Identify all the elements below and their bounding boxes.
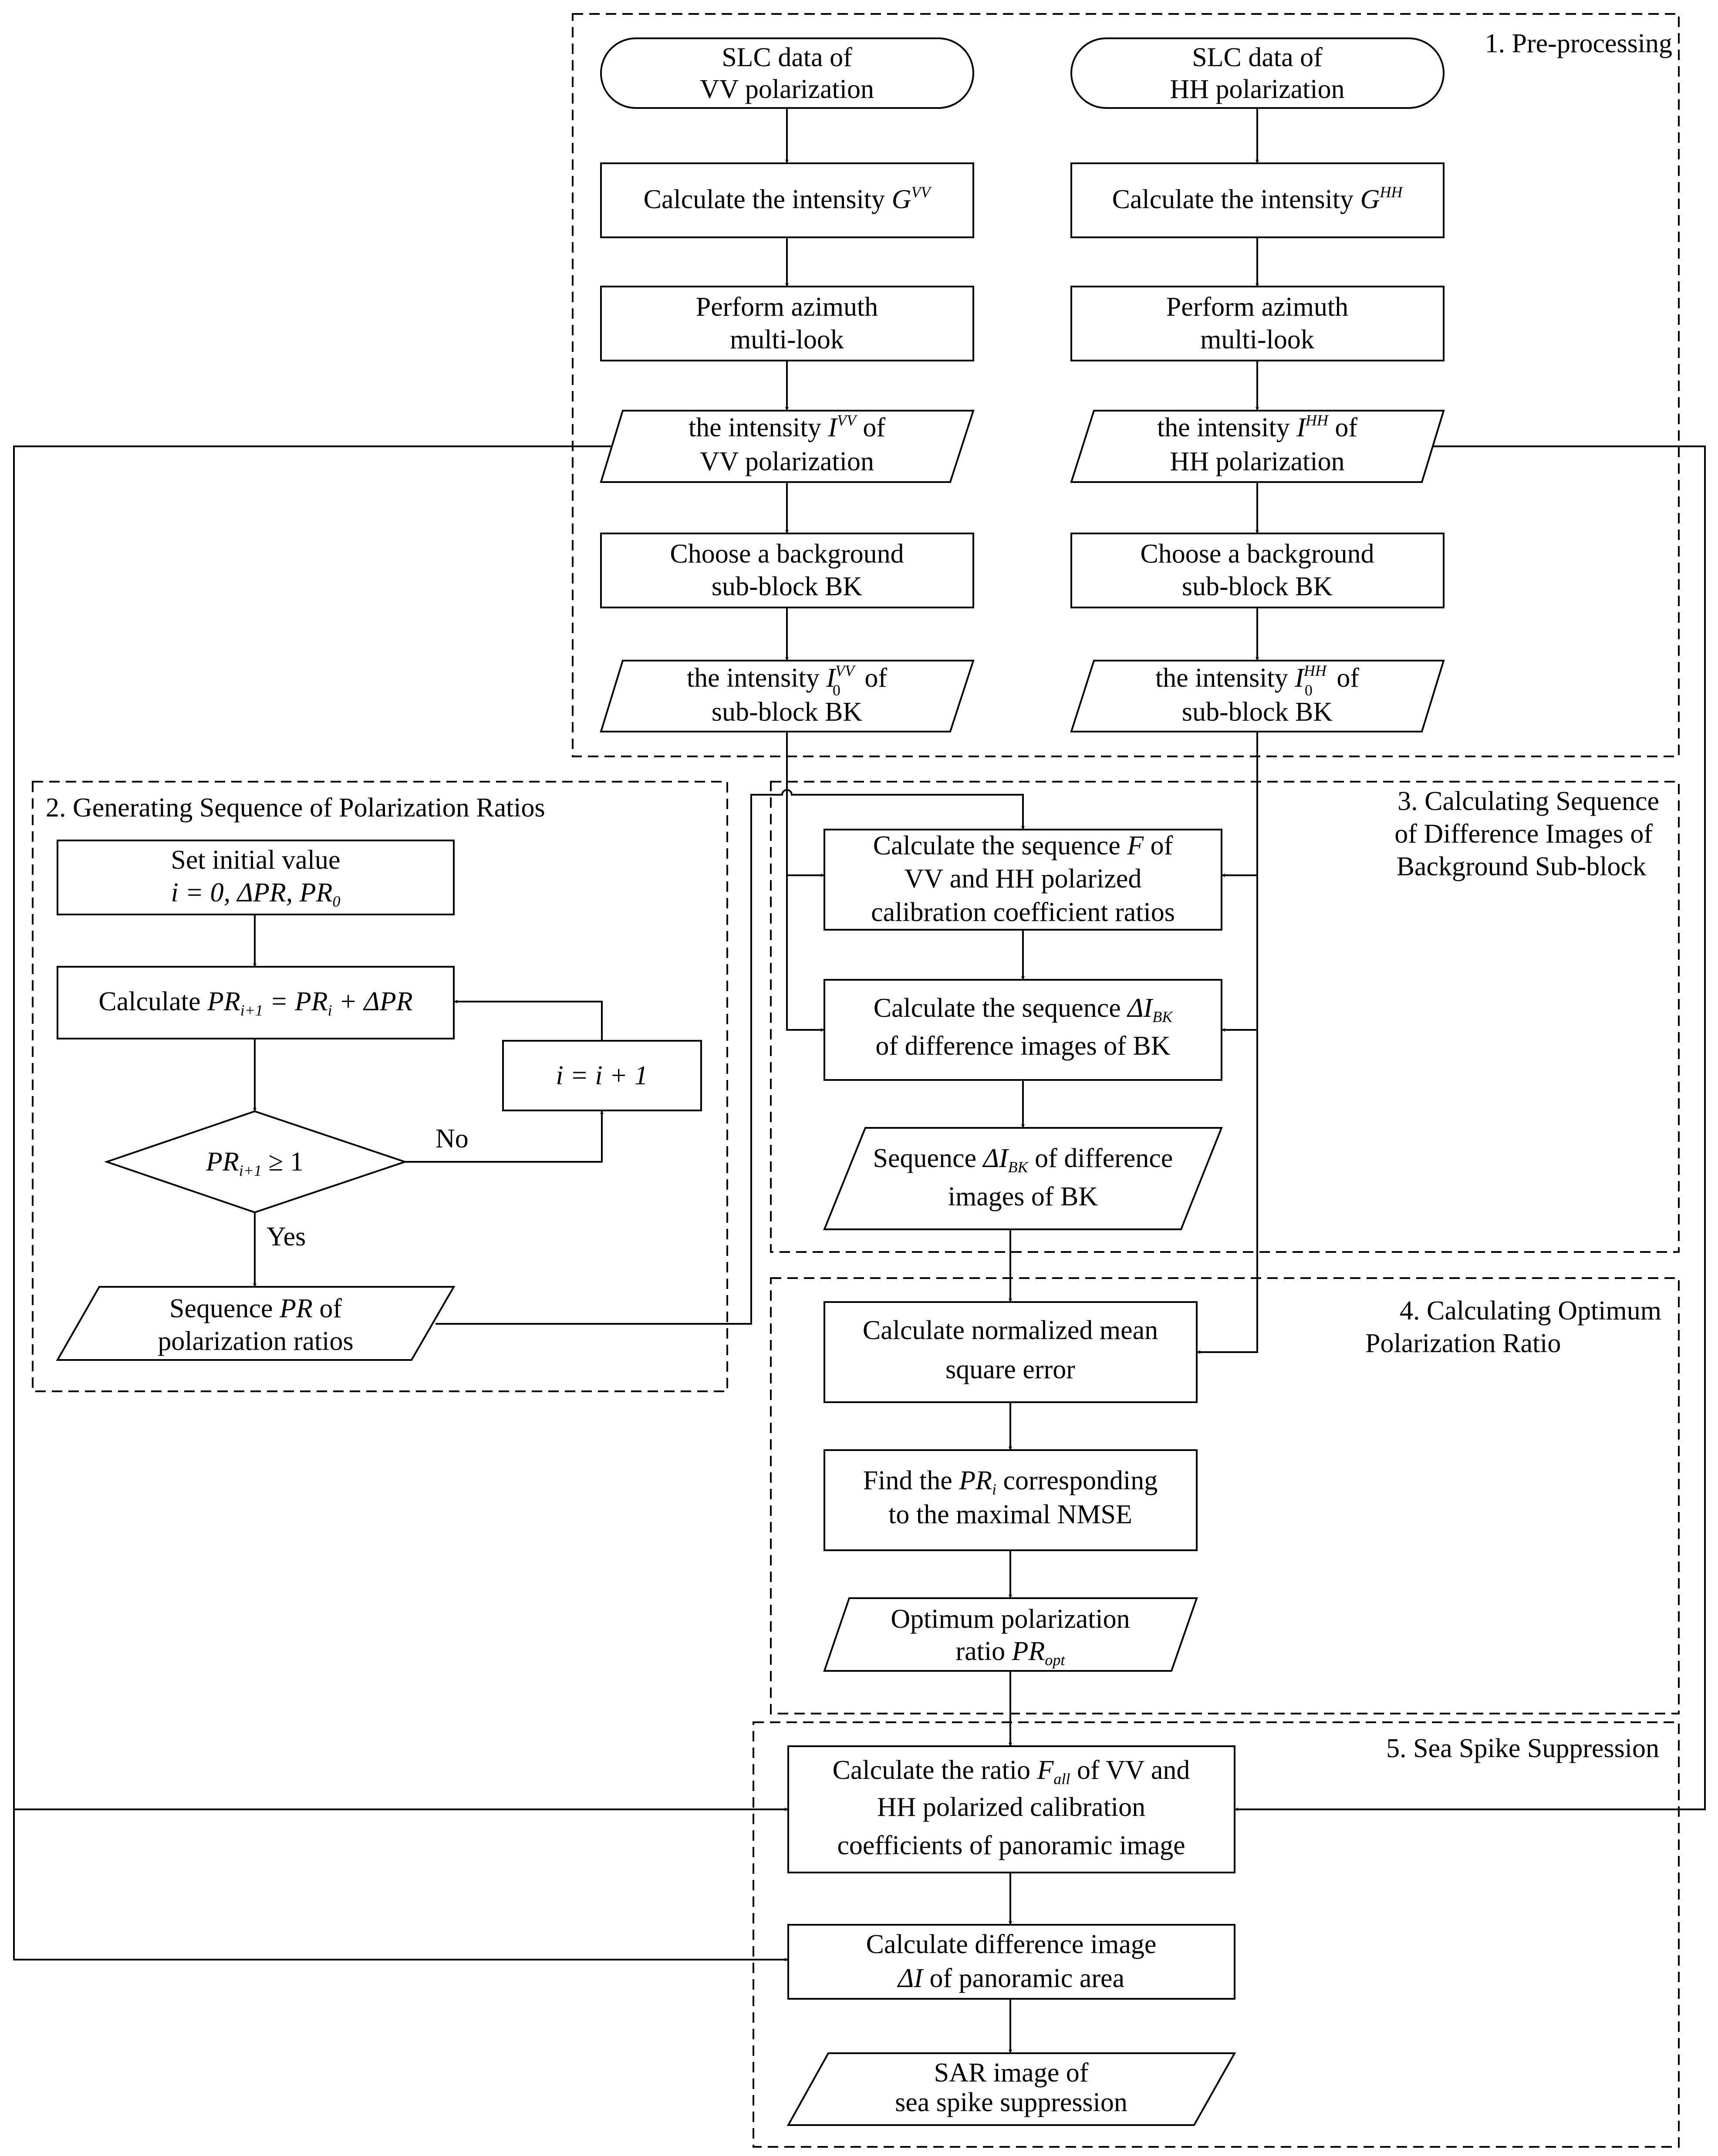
fall-ratio-line3: coefficients of panoramic image	[837, 1831, 1185, 1860]
vv-background-line1: Choose a background	[670, 539, 904, 569]
bg-difference-seq-data	[823, 1127, 1223, 1230]
section-title-optimum-pr-1: 4. Calculating Optimum	[1400, 1296, 1661, 1326]
vv-subblock-intensity-line2: sub-block BK	[712, 697, 862, 727]
bg-difference-line2: of difference images of BK	[875, 1031, 1170, 1061]
find-pr-line2: to the maximal NMSE	[888, 1500, 1132, 1529]
pr-initial-line1: Set initial value	[171, 845, 340, 875]
sar-output-data	[786, 2052, 1236, 2126]
find-pr-line1: Find the PRi corresponding	[863, 1466, 1158, 1498]
panoramic-difference-line1: Calculate difference image	[866, 1930, 1157, 1959]
pr-no-label: No	[435, 1124, 469, 1154]
nmse-line1: Calculate normalized mean	[863, 1316, 1158, 1345]
section-title-bg-difference-3: Background Sub-block	[1397, 852, 1646, 881]
vv-subblock-intensity-data	[600, 660, 975, 732]
hh-calc-intensity-label: Calculate the intensity GHH	[1112, 183, 1404, 214]
pr-yes-label: Yes	[267, 1222, 306, 1252]
vv-calc-intensity-box	[600, 162, 974, 238]
find-pr-box	[824, 1449, 1198, 1551]
vv-multilook-box	[600, 286, 974, 361]
vv-background-line2: sub-block BK	[712, 572, 862, 601]
optimum-pr-line1: Optimum polarization	[891, 1604, 1130, 1634]
section-pr-sequence-frame	[32, 781, 728, 1392]
pr-sequence-line1: Sequence PR of	[169, 1294, 342, 1323]
optimum-pr-line2: ratio PRopt	[956, 1636, 1066, 1669]
pr-condition-label: PRi+1 ≥ 1	[206, 1147, 304, 1179]
sar-output-line1: SAR image of	[934, 2058, 1089, 2088]
pr-calculate-box	[57, 966, 455, 1039]
vv-multilook-line2: multi-look	[730, 325, 844, 354]
pr-sequence-data	[56, 1286, 456, 1361]
panoramic-difference-line2: ΔI of panoramic area	[897, 1964, 1124, 1993]
hh-multilook-line2: multi-look	[1200, 325, 1314, 354]
nmse-line2: square error	[945, 1355, 1075, 1384]
hh-background-line1: Choose a background	[1140, 539, 1374, 569]
hh-slc-line1: SLC data of	[1192, 43, 1323, 72]
section-title-bg-difference-2: of Difference Images of	[1394, 819, 1653, 849]
pr-increment-label: i = i + 1	[556, 1061, 648, 1090]
vv-slc-line1: SLC data of	[722, 43, 852, 72]
vv-intensity-line2: VV polarization	[700, 447, 874, 476]
hh-subblock-intensity-data	[1070, 660, 1445, 732]
hh-intensity-line1: the intensity IHH of	[1157, 412, 1357, 442]
sar-output-line2: sea spike suppression	[895, 2088, 1127, 2117]
section-optimum-pr-frame	[770, 1277, 1680, 1714]
section-title-pr-sequence: 2. Generating Sequence of Polarization R…	[46, 793, 545, 823]
hh-slc-line2: HH polarization	[1170, 74, 1344, 104]
section-bg-difference-frame	[770, 781, 1680, 1253]
section-title-sea-spike: 5. Sea Spike Suppression	[1386, 1734, 1659, 1763]
section-preprocessing-frame	[572, 13, 1680, 757]
vv-intensity-line1: the intensity IVV of	[689, 412, 885, 442]
fall-ratio-line1: Calculate the ratio Fall of VV and	[833, 1755, 1190, 1788]
hh-background-box	[1070, 533, 1445, 608]
bg-difference-line1: Calculate the sequence ΔIBK	[874, 993, 1174, 1026]
hh-subblock-intensity-line2: sub-block BK	[1182, 697, 1333, 727]
pr-increment-box	[502, 1040, 702, 1111]
pr-sequence-line2: polarization ratios	[158, 1326, 353, 1356]
pr-initial-line2: i = 0, ΔPR, PR0	[171, 878, 341, 910]
bg-ratio-line3: calibration coefficient ratios	[871, 897, 1175, 927]
bg-ratio-line2: VV and HH polarized	[905, 864, 1142, 894]
section-title-preprocessing: 1. Pre-processing	[1485, 29, 1672, 58]
pr-calculate-label: Calculate PRi+1 = PRi + ΔPR	[98, 987, 412, 1019]
section-sea-spike-frame	[753, 1721, 1680, 2148]
panoramic-difference-box	[787, 1924, 1235, 2000]
vv-slc-line2: VV polarization	[700, 74, 874, 104]
bg-difference-calc-box	[824, 979, 1222, 1081]
vv-multilook-line1: Perform azimuth	[696, 292, 878, 322]
fall-ratio-line2: HH polarized calibration	[877, 1792, 1145, 1822]
hh-intensity-line2: HH polarization	[1170, 447, 1344, 476]
vv-intensity-data	[600, 410, 975, 483]
bg-sequence-line1: Sequence ΔIBK of difference	[873, 1144, 1173, 1176]
vv-calc-intensity-label: Calculate the intensity GVV	[644, 183, 932, 214]
bg-sequence-line2: images of BK	[948, 1182, 1098, 1211]
hh-background-line2: sub-block BK	[1182, 572, 1333, 601]
section-title-optimum-pr-2: Polarization Ratio	[1365, 1329, 1561, 1358]
hh-calc-intensity-box	[1070, 162, 1445, 238]
optimum-pr-data	[823, 1597, 1198, 1672]
bg-ratio-line1: Calculate the sequence F of	[873, 831, 1173, 860]
hh-multilook-line1: Perform azimuth	[1166, 292, 1348, 322]
section-title-bg-difference-1: 3. Calculating Sequence	[1397, 786, 1659, 816]
hh-intensity-data	[1070, 410, 1445, 483]
